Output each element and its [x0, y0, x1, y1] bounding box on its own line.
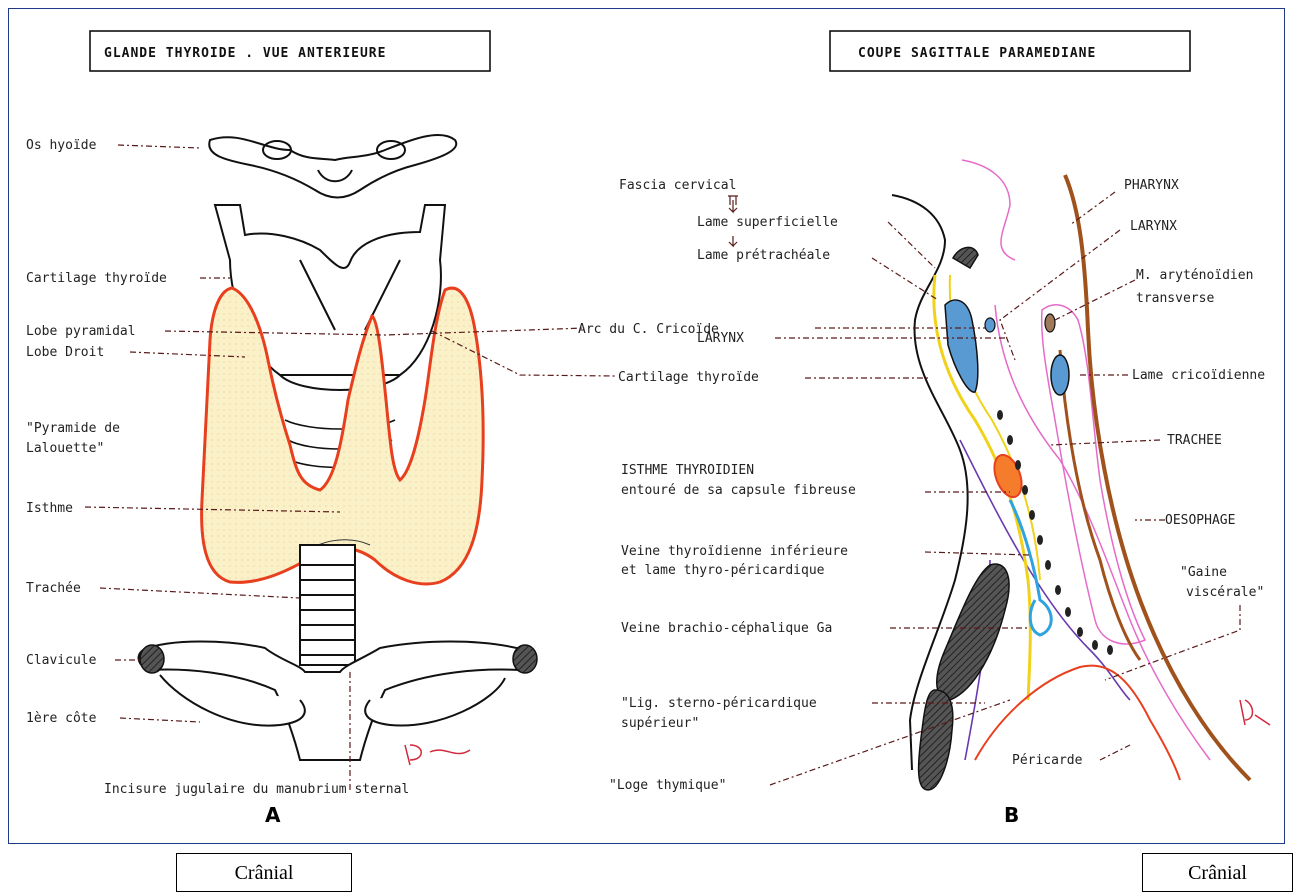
- label-superieur: supérieur": [621, 716, 699, 731]
- trachea: [300, 545, 355, 665]
- clavicle-left-end: [513, 645, 537, 673]
- label-pyramide-de: "Pyramide de: [26, 421, 120, 436]
- label-isthme: Isthme: [26, 501, 73, 516]
- label-lame-cricoidienne: Lame cricoïdienne: [1132, 368, 1265, 383]
- label-cartilage-thyroide-a: Cartilage thyroïde: [26, 271, 167, 286]
- label-arc-cricoide: Arc du C. Cricoïde: [578, 322, 719, 337]
- arytenoid-muscle: [1045, 314, 1055, 332]
- panel-a-title: GLANDE THYROIDE . VUE ANTERIEURE: [104, 46, 386, 61]
- label-gaine: "Gaine: [1180, 565, 1227, 580]
- signature-a: [405, 745, 470, 765]
- label-larynx-right: LARYNX: [1130, 219, 1177, 234]
- label-trachee-a: Trachée: [26, 581, 81, 596]
- label-lame-thyro-pericardique: et lame thyro-péricardique: [621, 563, 825, 578]
- label-m-arytenoidien: M. aryténoïdien: [1136, 268, 1253, 283]
- panel-b-letter: B: [1004, 803, 1019, 827]
- label-clavicule: Clavicule: [26, 653, 97, 668]
- clavicle-right-end: [140, 645, 164, 673]
- label-premiere-cote: 1ère côte: [26, 711, 97, 726]
- label-pericarde: Péricarde: [1012, 753, 1083, 768]
- label-lame-pretracheale: Lame prétrachéale: [697, 248, 830, 263]
- label-lobe-droit: Lobe Droit: [26, 345, 104, 360]
- label-os-hyoide: Os hyoïde: [26, 138, 97, 153]
- label-veine-thyroidienne: Veine thyroïdienne inférieure: [621, 544, 848, 559]
- label-capsule-fibreuse: entouré de sa capsule fibreuse: [621, 483, 856, 498]
- thyroid-cartilage-upper: [953, 247, 978, 268]
- panel-b-title: COUPE SAGITTALE PARAMEDIANE: [858, 46, 1096, 61]
- oesophagus-wall: [1065, 175, 1250, 780]
- label-loge-thymique: "Loge thymique": [609, 778, 726, 793]
- label-lame-superficielle: Lame superficielle: [697, 215, 838, 230]
- label-oesophage: OESOPHAGE: [1165, 513, 1235, 528]
- cricoid-lamina: [1051, 355, 1069, 395]
- signature-b: [1240, 700, 1270, 725]
- orientation-left-box: Crânial: [176, 853, 352, 892]
- label-lig-sterno: "Lig. sterno-péricardique: [621, 696, 817, 711]
- label-transverse: transverse: [1136, 291, 1214, 306]
- panel-a-letter: A: [265, 803, 281, 827]
- hyoid-bone: [209, 135, 456, 198]
- sternum-manubrium: [937, 564, 1009, 700]
- label-veine-brachio: Veine brachio-céphalique Ga: [621, 621, 832, 636]
- label-lalouette: Lalouette": [26, 441, 104, 456]
- panel-a: GLANDE THYROIDE . VUE ANTERIEURE: [26, 31, 615, 827]
- label-incisure: Incisure jugulaire du manubrium sternal: [104, 782, 409, 797]
- sternum-body: [919, 690, 953, 790]
- label-pharynx: PHARYNX: [1124, 178, 1179, 193]
- label-fascia-cervical: Fascia cervical: [619, 178, 736, 193]
- label-isthme-thyroidien: ISTHME THYROIDIEN: [621, 463, 754, 478]
- label-viscerale: viscérale": [1186, 585, 1264, 600]
- orientation-right-label: Crânial: [1188, 862, 1247, 884]
- label-lobe-pyramidal: Lobe pyramidal: [26, 324, 136, 339]
- orientation-right-box: Crânial: [1142, 853, 1293, 892]
- orientation-left-label: Crânial: [235, 862, 294, 884]
- label-cartilage-thyroide-b: Cartilage thyroïde: [618, 370, 759, 385]
- cricoid-arc: [985, 318, 995, 332]
- panel-b: COUPE SAGITTALE PARAMEDIANE: [578, 31, 1270, 827]
- label-trachee-b: TRACHEE: [1167, 433, 1222, 448]
